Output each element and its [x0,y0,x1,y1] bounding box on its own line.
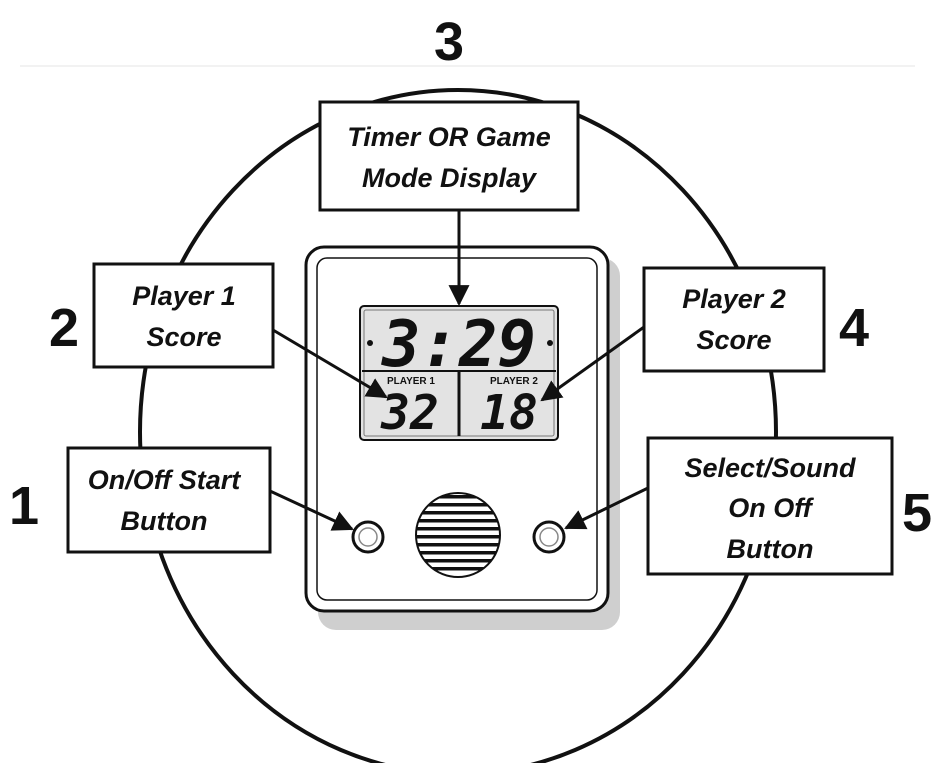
lcd-dot-right [547,340,553,346]
callout-1-line-1: On/Off Start [88,465,242,495]
arrow-select-button [564,486,649,530]
callout-number-2: 2 [49,298,79,358]
outer-circle [138,88,778,763]
callout-number-1: 1 [9,476,39,536]
player2-label: PLAYER 2 [490,376,538,387]
timer-readout: 3:29 [381,308,536,382]
callout-box-timer [318,100,580,212]
on-off-start-button[interactable] [351,520,385,554]
arrow-player2-score [540,325,645,402]
scoreboard-device: 3:29 PLAYER 1 PLAYER 2 32 18 [304,245,620,630]
callout-number-5: 5 [902,483,932,543]
callout-5-line-2: On Off [728,493,815,523]
callout-5-line-1: Select/Sound [684,453,856,483]
callout-3-line-2: Mode Display [362,163,538,193]
callout-box-select [646,436,894,576]
speaker-grille [415,492,501,578]
callout-4-line-2: Score [696,325,771,355]
callout-number-3: 3 [434,12,464,72]
device-inner-border [316,257,598,601]
player1-score: 32 [380,385,439,441]
callout-2-line-1: Player 1 [132,281,236,311]
callout-1-line-2: Button [121,506,208,536]
player1-label: PLAYER 1 [387,376,435,387]
arrow-player1-score [272,328,388,399]
callout-box-on-off [66,446,272,554]
arrow-on-off-button [269,489,354,531]
lcd-display: 3:29 PLAYER 1 PLAYER 2 32 18 [359,305,559,441]
select-sound-button[interactable] [532,520,566,554]
callout-3-line-1: Timer OR Game [347,122,551,152]
callout-number-4: 4 [839,298,869,358]
callout-box-player2 [642,266,826,373]
lcd-dot-left [367,340,373,346]
player2-score: 18 [480,385,538,441]
callout-4-line-1: Player 2 [682,284,786,314]
callout-2-line-2: Score [146,322,221,352]
callout-box-player1 [92,262,275,369]
callout-5-line-3: Button [727,534,814,564]
